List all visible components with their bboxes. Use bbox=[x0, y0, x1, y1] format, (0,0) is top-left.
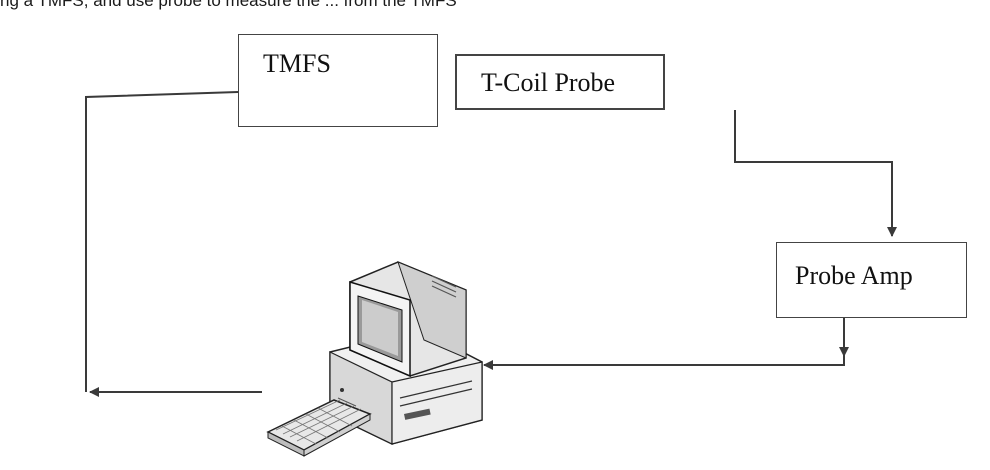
node-probe-amp-label: Probe Amp bbox=[795, 261, 913, 290]
desktop-computer-icon bbox=[268, 262, 482, 456]
node-tcoil-probe: T-Coil Probe bbox=[455, 54, 665, 110]
edge-tcoil-to-amp bbox=[735, 110, 892, 236]
edge-tmfs-left bbox=[86, 92, 238, 392]
node-probe-amp: Probe Amp bbox=[776, 242, 967, 318]
node-tmfs-label: TMFS bbox=[263, 49, 331, 78]
node-tmfs: TMFS bbox=[238, 34, 438, 127]
node-tcoil-probe-label: T-Coil Probe bbox=[481, 68, 615, 97]
edge-amp-to-computer bbox=[484, 318, 844, 365]
